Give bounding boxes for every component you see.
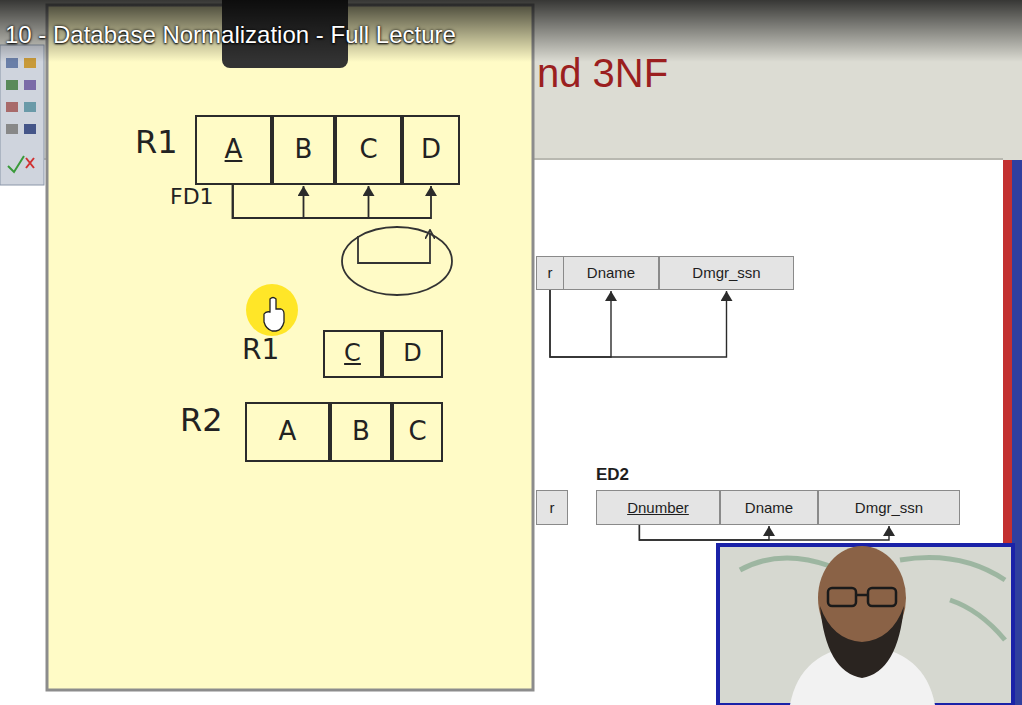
attribute-name: A	[279, 417, 297, 447]
attribute-name: Dmgr_ssn	[855, 499, 923, 516]
attribute-name: A	[225, 135, 243, 165]
toolbar-icon	[24, 102, 36, 112]
attribute-cell: r	[536, 490, 568, 525]
attribute-name: B	[352, 417, 370, 447]
relation-name: R1	[242, 334, 279, 366]
attribute-name: D	[421, 135, 441, 165]
glasses	[828, 588, 856, 606]
handwritten-attribute-cell: C	[392, 402, 443, 462]
cursor-hand	[264, 298, 284, 332]
functional-dependency-arrow	[639, 525, 889, 540]
toolbar-cross	[26, 158, 34, 168]
video-title-shade	[0, 0, 1022, 62]
handwritten-attribute-cell: C	[323, 330, 382, 378]
toolbar-icon	[24, 80, 36, 90]
toolbar-icon	[6, 124, 18, 134]
attribute-cell: Dmgr_ssn	[818, 490, 960, 525]
functional-dependency-arrow	[233, 185, 431, 218]
toolbar-icon	[24, 124, 36, 134]
attribute-name: Dname	[745, 499, 793, 516]
functional-dependency-arrow	[639, 525, 769, 540]
attribute-name: C	[359, 135, 377, 165]
video-title: 10 - Database Normalization - Full Lectu…	[5, 21, 456, 49]
webcam-frame	[718, 545, 1013, 705]
attribute-cell: Dnumber	[596, 490, 720, 525]
handwritten-attribute-cell: B	[272, 115, 335, 185]
attribute-cell: Dmgr_ssn	[659, 256, 794, 290]
attribute-name: C	[408, 417, 426, 447]
attribute-name: r	[548, 264, 553, 281]
handwritten-attribute-cell: D	[402, 115, 460, 185]
slide-title: nd 3NF	[537, 50, 668, 96]
attribute-cell: r	[536, 256, 564, 290]
glasses-bridge	[856, 594, 868, 597]
relation-name: R1	[135, 124, 178, 161]
functional-dependency-arrow	[233, 185, 304, 218]
attribute-name: B	[295, 135, 313, 165]
handwritten-attribute-cell: A	[245, 402, 330, 462]
functional-dependency-arrow	[550, 290, 611, 357]
toolbar-icon	[6, 102, 18, 112]
handwritten-attribute-cell: D	[382, 330, 443, 378]
toolbar-icon	[6, 80, 18, 90]
attribute-cell: Dname	[720, 490, 818, 525]
handwritten-attribute-cell: B	[330, 402, 392, 462]
attribute-name: Dmgr_ssn	[692, 264, 760, 281]
functional-dependency-arrow	[233, 185, 369, 218]
attribute-cell: Dname	[563, 256, 659, 290]
fd-label: FD1	[170, 184, 214, 209]
whiteboard-panel	[47, 5, 533, 690]
figure-label: ED2	[596, 465, 629, 485]
attribute-name: D	[403, 340, 421, 368]
handwritten-attribute-cell: C	[335, 115, 402, 185]
attribute-name: C	[344, 340, 361, 368]
hand-drawn-dependency	[358, 234, 430, 263]
attribute-name: Dnumber	[627, 499, 689, 516]
handwritten-attribute-cell: A	[195, 115, 272, 185]
attribute-name: r	[550, 499, 555, 516]
relation-name: R2	[180, 402, 223, 439]
beard	[820, 606, 904, 678]
glasses	[868, 588, 896, 606]
toolbar-check	[8, 156, 24, 172]
cursor-highlight	[246, 284, 298, 336]
attribute-name: Dname	[587, 264, 635, 281]
hand-drawn-circle	[342, 227, 452, 295]
functional-dependency-arrow	[550, 290, 727, 357]
pen-toolbar	[0, 45, 44, 185]
